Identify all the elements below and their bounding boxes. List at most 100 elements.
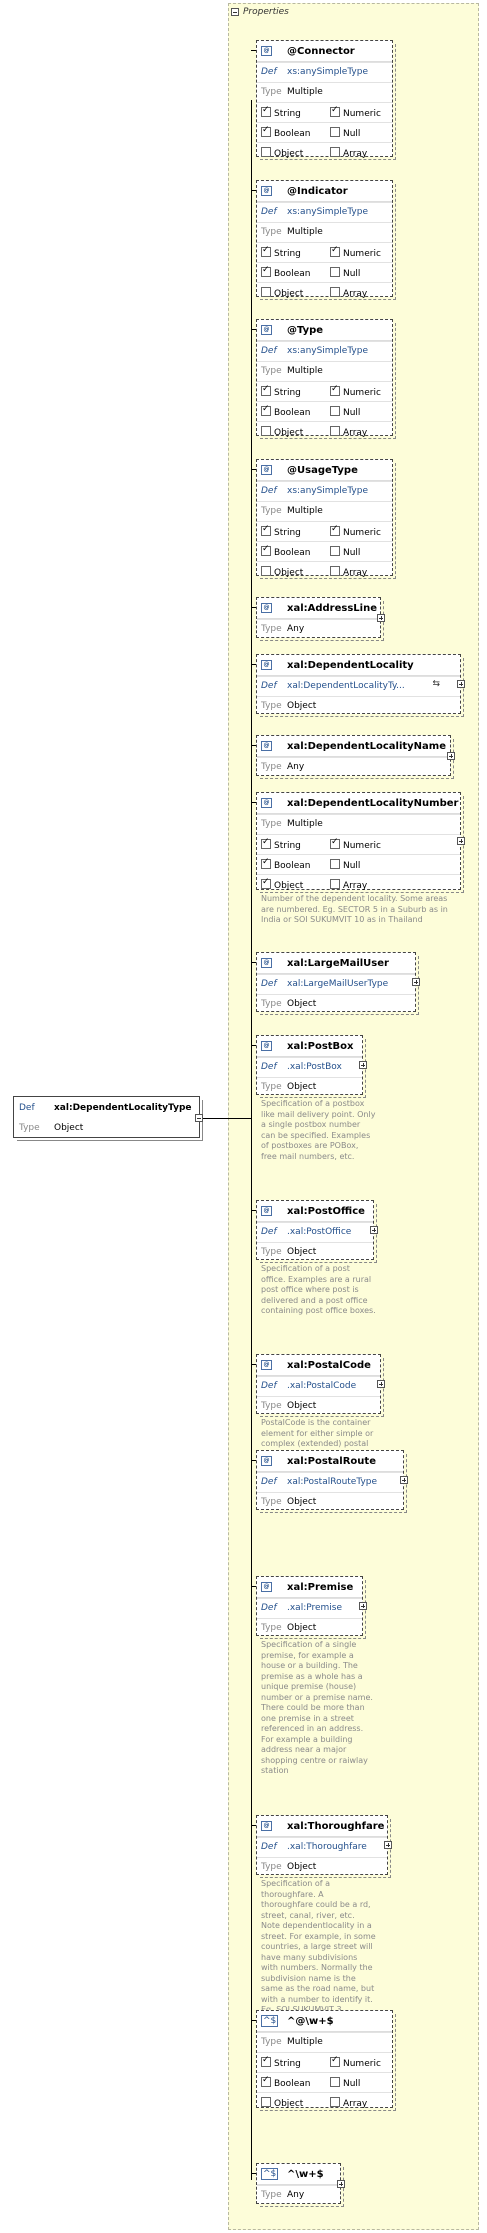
schema-node[interactable]: @@TypeDefxs:anySimpleTypeTypeMultipleStr… (256, 319, 396, 439)
checkbox-numeric-box[interactable] (330, 524, 340, 536)
root-collapse-icon[interactable] (195, 1114, 203, 1122)
checkbox-boolean[interactable]: Boolean (261, 544, 310, 558)
checkbox-string[interactable]: String (261, 2055, 301, 2069)
checkbox-null-box[interactable] (330, 267, 340, 277)
checkbox-null[interactable]: Null (330, 127, 360, 139)
checkbox-numeric-box[interactable] (330, 2055, 340, 2067)
checkbox-object[interactable]: Object (261, 426, 303, 438)
checkbox-numeric[interactable]: Numeric (330, 384, 381, 398)
checkbox-boolean[interactable]: Boolean (261, 857, 310, 871)
properties-collapse-icon[interactable] (231, 8, 239, 16)
checkbox-boolean[interactable]: Boolean (261, 265, 310, 279)
def-value[interactable]: xal:DependentLocalityTy... (287, 681, 405, 691)
checkbox-array-box[interactable] (330, 2097, 340, 2107)
checkbox-string[interactable]: String (261, 524, 301, 538)
checkbox-null[interactable]: Null (330, 2077, 360, 2089)
expand-icon[interactable] (457, 680, 465, 688)
def-value[interactable]: xs:anySimpleType (287, 207, 368, 217)
checkbox-string-box[interactable] (261, 2055, 271, 2067)
checkbox-boolean[interactable]: Boolean (261, 404, 310, 418)
checkbox-null[interactable]: Null (330, 859, 360, 871)
checkbox-null-box[interactable] (330, 127, 340, 137)
checkbox-object[interactable]: Object (261, 147, 303, 159)
root-node[interactable]: Def xal:DependentLocalityType Type Objec… (13, 1096, 203, 1141)
checkbox-null[interactable]: Null (330, 267, 360, 279)
def-value[interactable]: .xal:PostBox (287, 1062, 342, 1072)
checkbox-string-box[interactable] (261, 524, 271, 536)
checkbox-string-box[interactable] (261, 384, 271, 396)
def-value[interactable]: xal:LargeMailUserType (287, 979, 389, 989)
checkbox-boolean-box[interactable] (261, 2075, 271, 2087)
expand-icon[interactable] (447, 752, 455, 760)
checkbox-array[interactable]: Array (330, 566, 367, 578)
checkbox-string[interactable]: String (261, 245, 301, 259)
checkbox-boolean-box[interactable] (261, 125, 271, 137)
def-value[interactable]: .xal:PostalCode (287, 1381, 357, 1391)
checkbox-array-box[interactable] (330, 566, 340, 576)
checkbox-array-box[interactable] (330, 426, 340, 436)
checkbox-object-box[interactable] (261, 566, 271, 576)
expand-icon[interactable] (412, 978, 420, 986)
checkbox-boolean[interactable]: Boolean (261, 125, 310, 139)
def-value[interactable]: xal:PostalRouteType (287, 1477, 378, 1487)
expand-icon[interactable] (377, 1380, 385, 1388)
checkbox-string-box[interactable] (261, 837, 271, 849)
def-value[interactable]: xs:anySimpleType (287, 486, 368, 496)
checkbox-null[interactable]: Null (330, 546, 360, 558)
checkbox-boolean-box[interactable] (261, 265, 271, 277)
checkbox-array[interactable]: Array (330, 426, 367, 438)
expand-icon[interactable] (457, 837, 465, 845)
checkbox-object-box[interactable] (261, 877, 271, 889)
checkbox-numeric[interactable]: Numeric (330, 524, 381, 538)
checkbox-array[interactable]: Array (330, 879, 367, 891)
checkbox-null-box[interactable] (330, 2077, 340, 2087)
checkbox-object[interactable]: Object (261, 2097, 303, 2109)
checkbox-object[interactable]: Object (261, 287, 303, 299)
checkbox-string-box[interactable] (261, 245, 271, 257)
checkbox-numeric[interactable]: Numeric (330, 2055, 381, 2069)
def-value[interactable]: xs:anySimpleType (287, 67, 368, 77)
def-value[interactable]: xs:anySimpleType (287, 346, 368, 356)
checkbox-null-box[interactable] (330, 859, 340, 869)
checkbox-object[interactable]: Object (261, 877, 303, 891)
checkbox-string[interactable]: String (261, 105, 301, 119)
reference-icon[interactable]: ⇆ (432, 679, 440, 689)
expand-icon[interactable] (337, 2180, 345, 2188)
checkbox-numeric-box[interactable] (330, 837, 340, 849)
expand-icon[interactable] (377, 614, 385, 622)
expand-icon[interactable] (359, 1602, 367, 1610)
checkbox-array[interactable]: Array (330, 2097, 367, 2109)
schema-node[interactable]: ^$^@\w+$TypeMultipleStringNumericBoolean… (256, 2010, 396, 2111)
checkbox-object-box[interactable] (261, 147, 271, 157)
expand-icon[interactable] (384, 1841, 392, 1849)
checkbox-null-box[interactable] (330, 406, 340, 416)
checkbox-array-box[interactable] (330, 147, 340, 157)
checkbox-numeric[interactable]: Numeric (330, 837, 381, 851)
checkbox-array[interactable]: Array (330, 287, 367, 299)
checkbox-array[interactable]: Array (330, 147, 367, 159)
checkbox-object[interactable]: Object (261, 566, 303, 578)
def-value[interactable]: .xal:Thoroughfare (287, 1842, 367, 1852)
checkbox-numeric[interactable]: Numeric (330, 245, 381, 259)
checkbox-boolean-box[interactable] (261, 857, 271, 869)
checkbox-object-box[interactable] (261, 426, 271, 436)
checkbox-string[interactable]: String (261, 384, 301, 398)
checkbox-numeric-box[interactable] (330, 245, 340, 257)
checkbox-boolean-box[interactable] (261, 404, 271, 416)
checkbox-boolean[interactable]: Boolean (261, 2075, 310, 2089)
checkbox-object-box[interactable] (261, 2097, 271, 2107)
